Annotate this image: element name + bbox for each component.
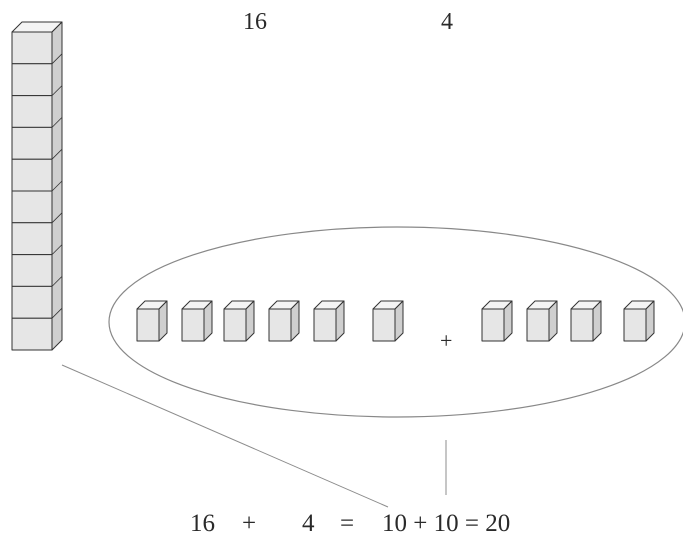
ten-rod-unit-1 — [12, 32, 52, 64]
unit-cube-left-4 — [269, 301, 299, 341]
equation-term-16: 16 — [190, 511, 215, 536]
unit-cube-left-3 — [224, 301, 254, 341]
ten-rod-unit-10 — [12, 318, 52, 350]
plus-sign: + — [440, 329, 452, 353]
equation-term-4: 4 — [302, 511, 315, 536]
unit-cube-right-2 — [527, 301, 557, 341]
equation-equals: = — [340, 511, 354, 536]
unit-cube-left-1 — [137, 301, 167, 341]
ten-rod-unit-8 — [12, 255, 52, 287]
ten-rod — [12, 22, 62, 350]
unit-cube-right-4 — [624, 301, 654, 341]
equation-plus: + — [242, 511, 256, 536]
ten-rod-unit-3 — [12, 96, 52, 128]
ten-rod-unit-7 — [12, 223, 52, 255]
ten-rod-unit-9 — [12, 286, 52, 318]
label-four: 4 — [441, 10, 453, 34]
ten-rod-unit-4 — [12, 127, 52, 159]
unit-cube-right-3 — [571, 301, 601, 341]
ten-rod-unit-5 — [12, 159, 52, 191]
equation-result: 10 + 10 = 20 — [382, 511, 510, 536]
ten-rod-unit-2 — [12, 64, 52, 96]
unit-cube-left-2 — [182, 301, 212, 341]
label-sixteen: 16 — [243, 10, 267, 34]
ten-rod-unit-6 — [12, 191, 52, 223]
unit-cube-left-5 — [314, 301, 344, 341]
unit-cubes-group-4 — [482, 301, 654, 341]
unit-cubes-group-6 — [137, 301, 403, 341]
connector-line-rod — [62, 365, 388, 507]
unit-cube-left-6 — [373, 301, 403, 341]
unit-cube-right-1 — [482, 301, 512, 341]
